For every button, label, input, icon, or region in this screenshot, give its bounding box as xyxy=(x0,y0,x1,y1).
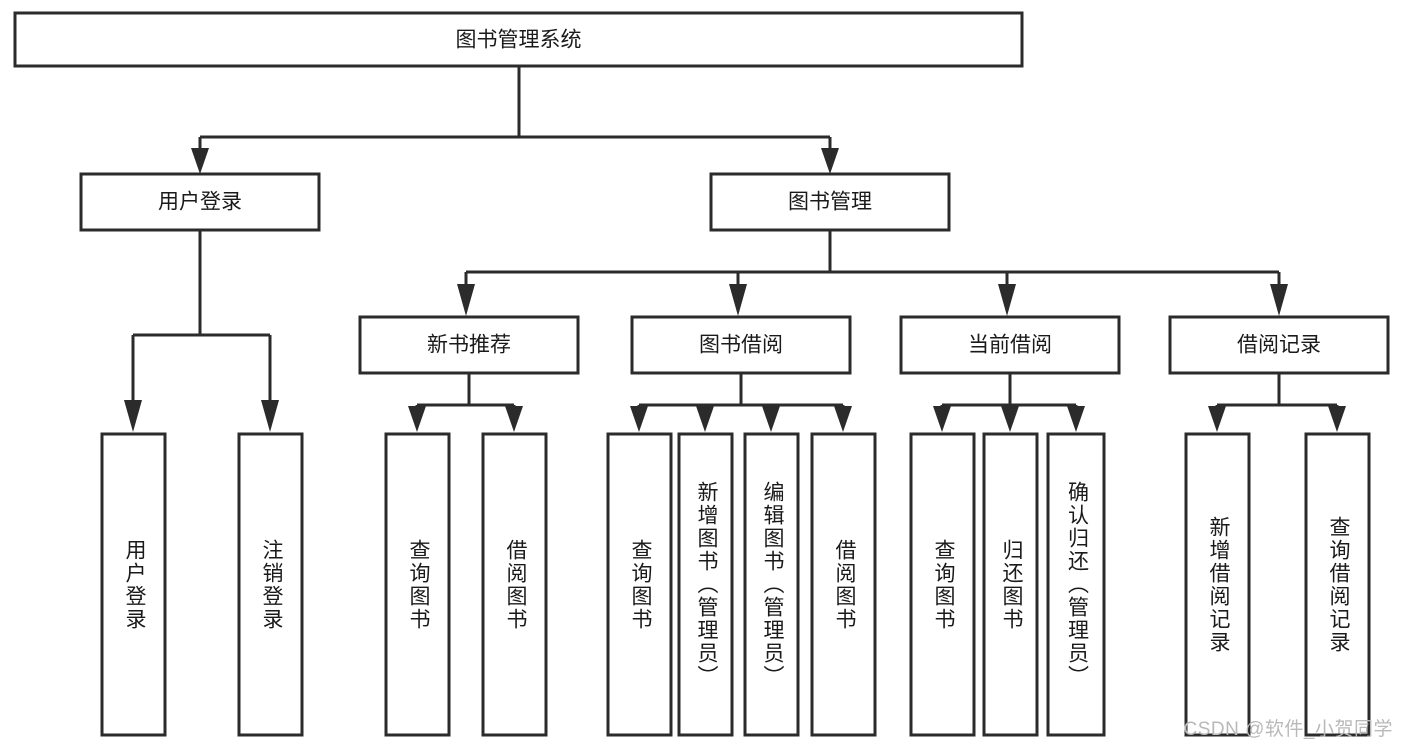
arrow-head-new-book-recommend xyxy=(457,284,475,316)
node-current-borrow[interactable]: 当前借阅 xyxy=(899,315,1121,375)
arrow-head-leaf-borrow-book xyxy=(834,406,852,432)
arrow-head-leaf-logout xyxy=(261,400,279,432)
leaf-box-return-book[interactable] xyxy=(982,432,1039,737)
connector-group-current-borrow xyxy=(933,373,1085,432)
node-borrow-record-box[interactable] xyxy=(1168,315,1390,375)
node-root-box[interactable] xyxy=(13,11,1024,68)
leaf-box-edit-book[interactable] xyxy=(743,432,800,737)
arrow-head-current-borrow xyxy=(998,284,1016,316)
leaf-box-confirm-return[interactable] xyxy=(1046,432,1106,737)
node-book-management-label: 图书管理 xyxy=(788,191,872,214)
node-book-borrow-label: 图书借阅 xyxy=(699,334,783,357)
leaf-box-user-login[interactable] xyxy=(100,432,167,737)
node-root[interactable]: 图书管理系统 xyxy=(13,11,1024,68)
leaf-box-query-book-current[interactable] xyxy=(909,432,976,737)
arrow-head-leaf-query-book-new xyxy=(408,406,426,432)
leaf-box-add-borrow-record[interactable] xyxy=(1184,432,1251,737)
leaf-box-logout[interactable] xyxy=(237,432,304,737)
arrow-head-leaf-query-book-borrow xyxy=(630,406,648,432)
node-user-login[interactable]: 用户登录 xyxy=(79,172,321,232)
arrow-head-leaf-add-book xyxy=(696,406,714,432)
node-book-borrow[interactable]: 图书借阅 xyxy=(630,315,852,375)
node-user-login-box[interactable] xyxy=(79,172,321,232)
leaf-box-borrow-book[interactable] xyxy=(810,432,877,737)
arrow-head-book-management xyxy=(821,148,839,174)
connector-group-book-borrow xyxy=(630,373,852,432)
node-borrow-record[interactable]: 借阅记录 xyxy=(1168,315,1390,375)
watermark-text: CSDN @软件_小贺同学 xyxy=(1183,719,1393,740)
connector-group-borrow-record xyxy=(1208,373,1346,432)
arrow-head-leaf-user-login xyxy=(124,400,142,432)
arrow-head-book-borrow xyxy=(729,284,747,316)
connector-group-book-management xyxy=(457,230,1288,316)
leaf-box-borrow-book-new[interactable] xyxy=(481,432,548,737)
arrow-head-leaf-query-borrow-record xyxy=(1328,406,1346,432)
arrow-head-leaf-edit-book xyxy=(762,406,780,432)
arrow-head-leaf-borrow-book-new xyxy=(505,406,523,432)
arrow-head-leaf-query-book-current xyxy=(933,406,951,432)
arrow-head-leaf-add-borrow-record xyxy=(1208,406,1226,432)
arrow-head-leaf-confirm-return xyxy=(1067,406,1085,432)
connector-group-new-book-recommend xyxy=(408,373,523,432)
node-current-borrow-box[interactable] xyxy=(899,315,1121,375)
arrow-head-borrow-record xyxy=(1270,284,1288,316)
connector-group-root xyxy=(191,66,839,174)
node-new-book-recommend-label: 新书推荐 xyxy=(427,334,511,357)
node-user-login-label: 用户登录 xyxy=(158,191,242,214)
leaf-box-query-borrow-record[interactable] xyxy=(1304,432,1371,737)
node-root-label: 图书管理系统 xyxy=(456,29,582,52)
node-new-book-recommend[interactable]: 新书推荐 xyxy=(358,315,580,375)
node-book-management[interactable]: 图书管理 xyxy=(709,172,951,232)
leaf-box-query-book-borrow[interactable] xyxy=(606,432,673,737)
node-book-management-box[interactable] xyxy=(709,172,951,232)
connector-group-user-login xyxy=(124,230,279,432)
node-book-borrow-box[interactable] xyxy=(630,315,852,375)
node-new-book-recommend-box[interactable] xyxy=(358,315,580,375)
node-current-borrow-label: 当前借阅 xyxy=(968,334,1052,357)
arrow-head-leaf-return-book xyxy=(1001,406,1019,432)
arrow-head-user-login xyxy=(191,148,209,174)
leaf-box-query-book-new[interactable] xyxy=(384,432,451,737)
leaf-box-group xyxy=(100,432,1371,737)
node-borrow-record-label: 借阅记录 xyxy=(1237,334,1321,357)
leaf-box-add-book[interactable] xyxy=(677,432,734,737)
